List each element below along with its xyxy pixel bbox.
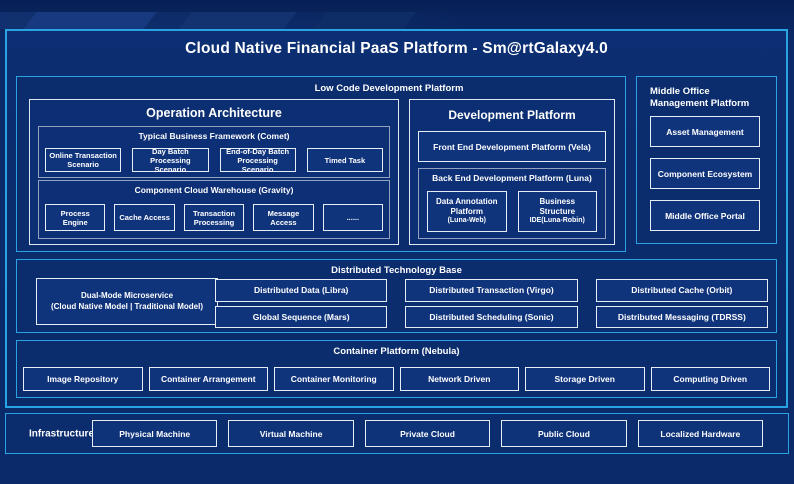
infrastructure-label: Infrastructure [29, 428, 95, 439]
box-distributed-transaction-virgo: Distributed Transaction (Virgo) [405, 279, 578, 302]
panel-development-platform: Development Platform Front End Developme… [409, 99, 615, 245]
group-back-end-development-platform: Back End Development Platform (Luna) Dat… [418, 168, 606, 239]
box-message-access: Message Access [253, 204, 314, 231]
box-distributed-data-libra: Distributed Data (Libra) [215, 279, 388, 302]
box-distributed-messaging-tdrss: Distributed Messaging (TDRSS) [595, 305, 768, 328]
box-physical-machine: Physical Machine [92, 420, 218, 447]
decorative-streak [313, 12, 417, 29]
box-transaction-processing: Transaction Processing [183, 204, 245, 231]
box-global-sequence-mars: Global Sequence (Mars) [215, 305, 388, 328]
group-typical-business-framework: Typical Business Framework (Comet) Onlin… [38, 126, 390, 178]
box-process-engine: Process Engine [45, 204, 106, 231]
data-annotation-platform-sub: (Luna-Web) [447, 217, 486, 225]
box-distributed-cache-orbit: Distributed Cache (Orbit) [595, 279, 768, 302]
section-middle-office-management-platform: Middle Office Management Platform Asset … [636, 76, 777, 244]
operation-architecture-title: Operation Architecture [146, 106, 282, 120]
distributed-section-label: Distributed Technology Base [331, 265, 462, 276]
section-low-code-development-platform: Low Code Development Platform Operation … [16, 76, 626, 252]
development-platform-title: Development Platform [448, 108, 576, 122]
box-distributed-scheduling-sonic: Distributed Scheduling (Sonic) [405, 305, 578, 328]
box-container-monitoring: Container Monitoring [274, 367, 394, 391]
box-image-repository: Image Repository [23, 367, 143, 391]
dual-mode-name: Dual-Mode Microservice [80, 291, 174, 301]
box-data-annotation-platform: Data Annotation Platform (Luna-Web) [427, 191, 507, 232]
dual-mode-sub: (Cloud Native Model | Traditional Model) [50, 301, 204, 311]
low-code-section-label: Low Code Development Platform [314, 83, 464, 94]
component-warehouse-items-row: Process Engine Cache Access Transaction … [45, 204, 384, 231]
box-timed-task: Timed Task [306, 148, 383, 172]
back-end-items-row: Data Annotation Platform (Luna-Web) Busi… [427, 191, 597, 232]
box-front-end-development-platform: Front End Development Platform (Vela) [418, 131, 606, 162]
box-cache-access: Cache Access [114, 204, 175, 231]
box-day-batch-processing-scenario: Day Batch Processing Scenario [132, 147, 209, 174]
box-container-arrangement: Container Arrangement [148, 367, 268, 391]
middle-office-section-label: Middle Office Management Platform [650, 86, 750, 110]
back-end-development-platform-label: Back End Development Platform (Luna) [432, 173, 592, 183]
page-title: Cloud Native Financial PaaS Platform - S… [185, 40, 608, 57]
business-structure-sub: IDE(Luna-Robin) [529, 217, 585, 225]
section-infrastructure: Infrastructure Physical Machine Virtual … [5, 413, 789, 454]
component-cloud-warehouse-label: Component Cloud Warehouse (Gravity) [134, 185, 294, 195]
decorative-streak [23, 12, 157, 29]
platform-outer-box: Cloud Native Financial PaaS Platform - S… [5, 29, 788, 408]
distributed-grid: Distributed Data (Libra) Distributed Tra… [215, 279, 768, 328]
box-middle-office-portal: Middle Office Portal [650, 200, 760, 231]
data-annotation-platform-name: Data Annotation Platform [436, 197, 498, 217]
box-asset-management: Asset Management [650, 116, 760, 147]
box-component-ecosystem: Component Ecosystem [650, 158, 760, 189]
box-online-transaction-scenario: Online Transaction Scenario [45, 148, 122, 172]
panel-operation-architecture: Operation Architecture Typical Business … [29, 99, 399, 245]
box-network-driven: Network Driven [399, 367, 519, 391]
box-public-cloud: Public Cloud [501, 420, 627, 447]
infrastructure-row: Physical Machine Virtual Machine Private… [92, 420, 764, 447]
container-platform-row: Image Repository Container Arrangement C… [23, 367, 770, 391]
box-localized-hardware: Localized Hardware [637, 420, 764, 447]
section-distributed-technology-base: Distributed Technology Base Dual-Mode Mi… [16, 259, 777, 333]
container-platform-label: Container Platform (Nebula) [333, 346, 460, 357]
business-structure-name: Business Structure [539, 197, 576, 217]
group-component-cloud-warehouse: Component Cloud Warehouse (Gravity) Proc… [38, 180, 390, 239]
typical-business-framework-label: Typical Business Framework (Comet) [138, 131, 290, 141]
section-container-platform-nebula: Container Platform (Nebula) Image Reposi… [16, 340, 777, 398]
box-dual-mode-microservice: Dual-Mode Microservice (Cloud Native Mod… [36, 278, 218, 325]
box-ellipsis-more: ...... [322, 204, 384, 231]
box-storage-driven: Storage Driven [525, 367, 645, 391]
box-end-of-day-batch-processing-scenario: End-of-Day Batch Processing Scenario [219, 147, 296, 174]
box-private-cloud: Private Cloud [364, 420, 491, 447]
box-business-structure-ide: Business Structure IDE(Luna-Robin) [517, 191, 597, 232]
typical-business-items-row: Online Transaction Scenario Day Batch Pr… [45, 147, 383, 174]
box-computing-driven: Computing Driven [650, 367, 770, 391]
decorative-streak [178, 12, 297, 29]
box-virtual-machine: Virtual Machine [228, 420, 354, 447]
